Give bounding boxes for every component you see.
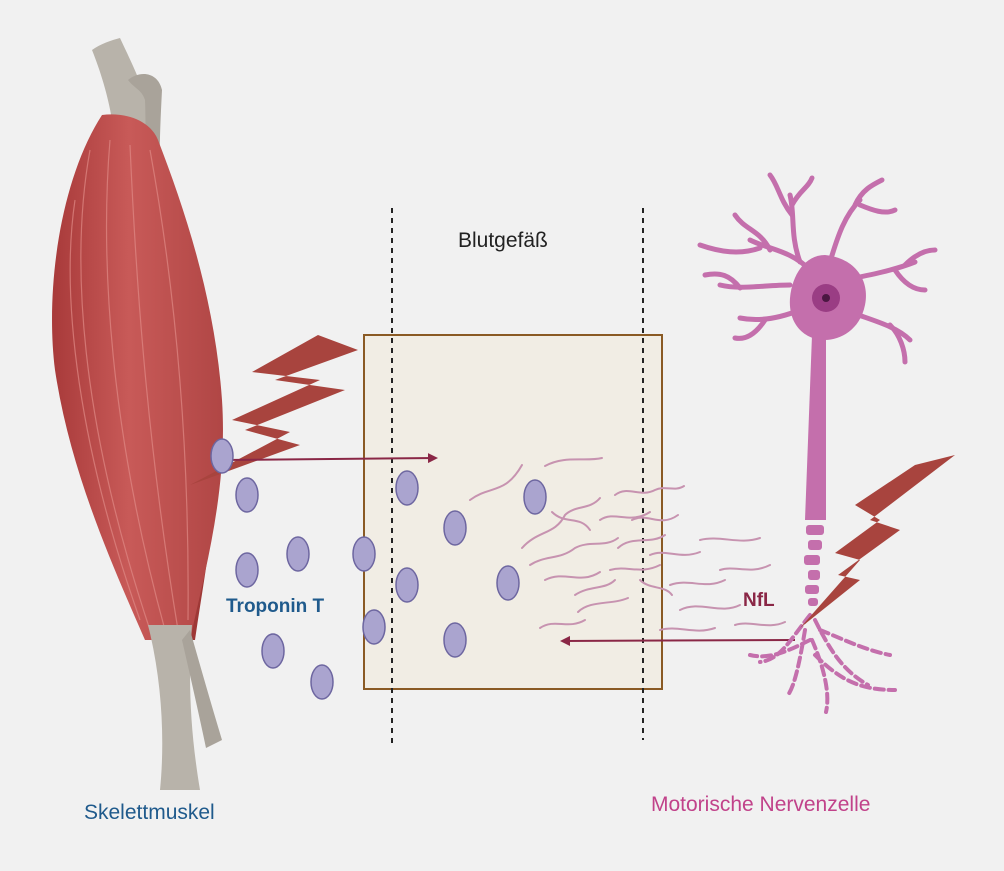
neuron-label: Motorische Nervenzelle [651, 793, 871, 816]
troponin-molecule-icon [395, 567, 419, 603]
nfl-filament-icon [599, 511, 651, 521]
nfl-label: NfL [743, 590, 775, 611]
nfl-filament-icon [539, 619, 586, 629]
muscle-label: Skelettmuskel [84, 801, 215, 824]
troponin-molecule-icon [496, 565, 520, 601]
neuron-illustration [697, 172, 938, 714]
nfl-arrow [560, 635, 796, 646]
nfl-filaments [469, 457, 786, 632]
troponin-molecule-icon [235, 552, 259, 588]
troponin-molecule-icon [235, 477, 259, 513]
neuron-terminal-branches [748, 613, 897, 714]
lightning-icon [800, 455, 955, 628]
vessel-box [363, 334, 663, 690]
troponin-molecule-icon [261, 633, 285, 669]
nfl-filament-icon [631, 514, 679, 522]
neuron-axon [805, 335, 826, 520]
nfl-filament-icon [574, 579, 616, 596]
nfl-filament-icon [544, 457, 603, 467]
nfl-filament-icon [679, 604, 741, 611]
troponin-molecule-icon [310, 664, 334, 700]
nfl-filament-icon [544, 571, 601, 581]
nfl-filament-icon [617, 534, 666, 549]
blood-vessel [363, 208, 663, 748]
troponin-molecules [210, 438, 547, 700]
troponin-molecule-icon [362, 609, 386, 645]
troponin-arrow [221, 453, 438, 464]
muscle-bottom-tendon [148, 625, 200, 790]
muscle-top-tendon [92, 38, 152, 130]
lightning-icon [190, 335, 358, 485]
nfl-filament-icon [577, 597, 629, 613]
nfl-filament-icon [469, 464, 523, 501]
nfl-filament-icon [529, 537, 619, 566]
troponin-molecule-icon [286, 536, 310, 572]
troponin-molecule-icon [395, 470, 419, 506]
neuron-nucleolus [822, 294, 830, 302]
neuron-axon-fragments [804, 525, 824, 606]
nfl-filament-icon [734, 621, 786, 627]
nfl-filament-icon [669, 579, 726, 586]
troponin-label: Troponin T [226, 596, 325, 617]
nfl-filament-icon [639, 579, 673, 596]
muscle-bottom-tendon-side [182, 630, 222, 748]
nfl-filament-icon [659, 627, 716, 632]
nfl-filament-icon [521, 497, 601, 549]
nfl-filament-icon [614, 485, 685, 496]
nfl-filament-icon [719, 564, 771, 571]
troponin-molecule-icon [352, 536, 376, 572]
neuron-dendrites [697, 172, 938, 365]
nfl-filament-icon [649, 551, 701, 556]
troponin-molecule-icon [210, 438, 234, 474]
muscle-fibers [69, 139, 189, 631]
nfl-filament-icon [699, 537, 761, 542]
troponin-molecule-icon [443, 622, 467, 658]
nfl-filament-icon [551, 511, 591, 531]
nfl-filament-icon [609, 564, 661, 571]
troponin-molecule-icon [523, 479, 547, 515]
muscle-illustration [52, 38, 223, 790]
vessel-label: Blutgefäß [458, 229, 548, 252]
troponin-molecule-icon [443, 510, 467, 546]
muscle-belly [52, 114, 223, 641]
